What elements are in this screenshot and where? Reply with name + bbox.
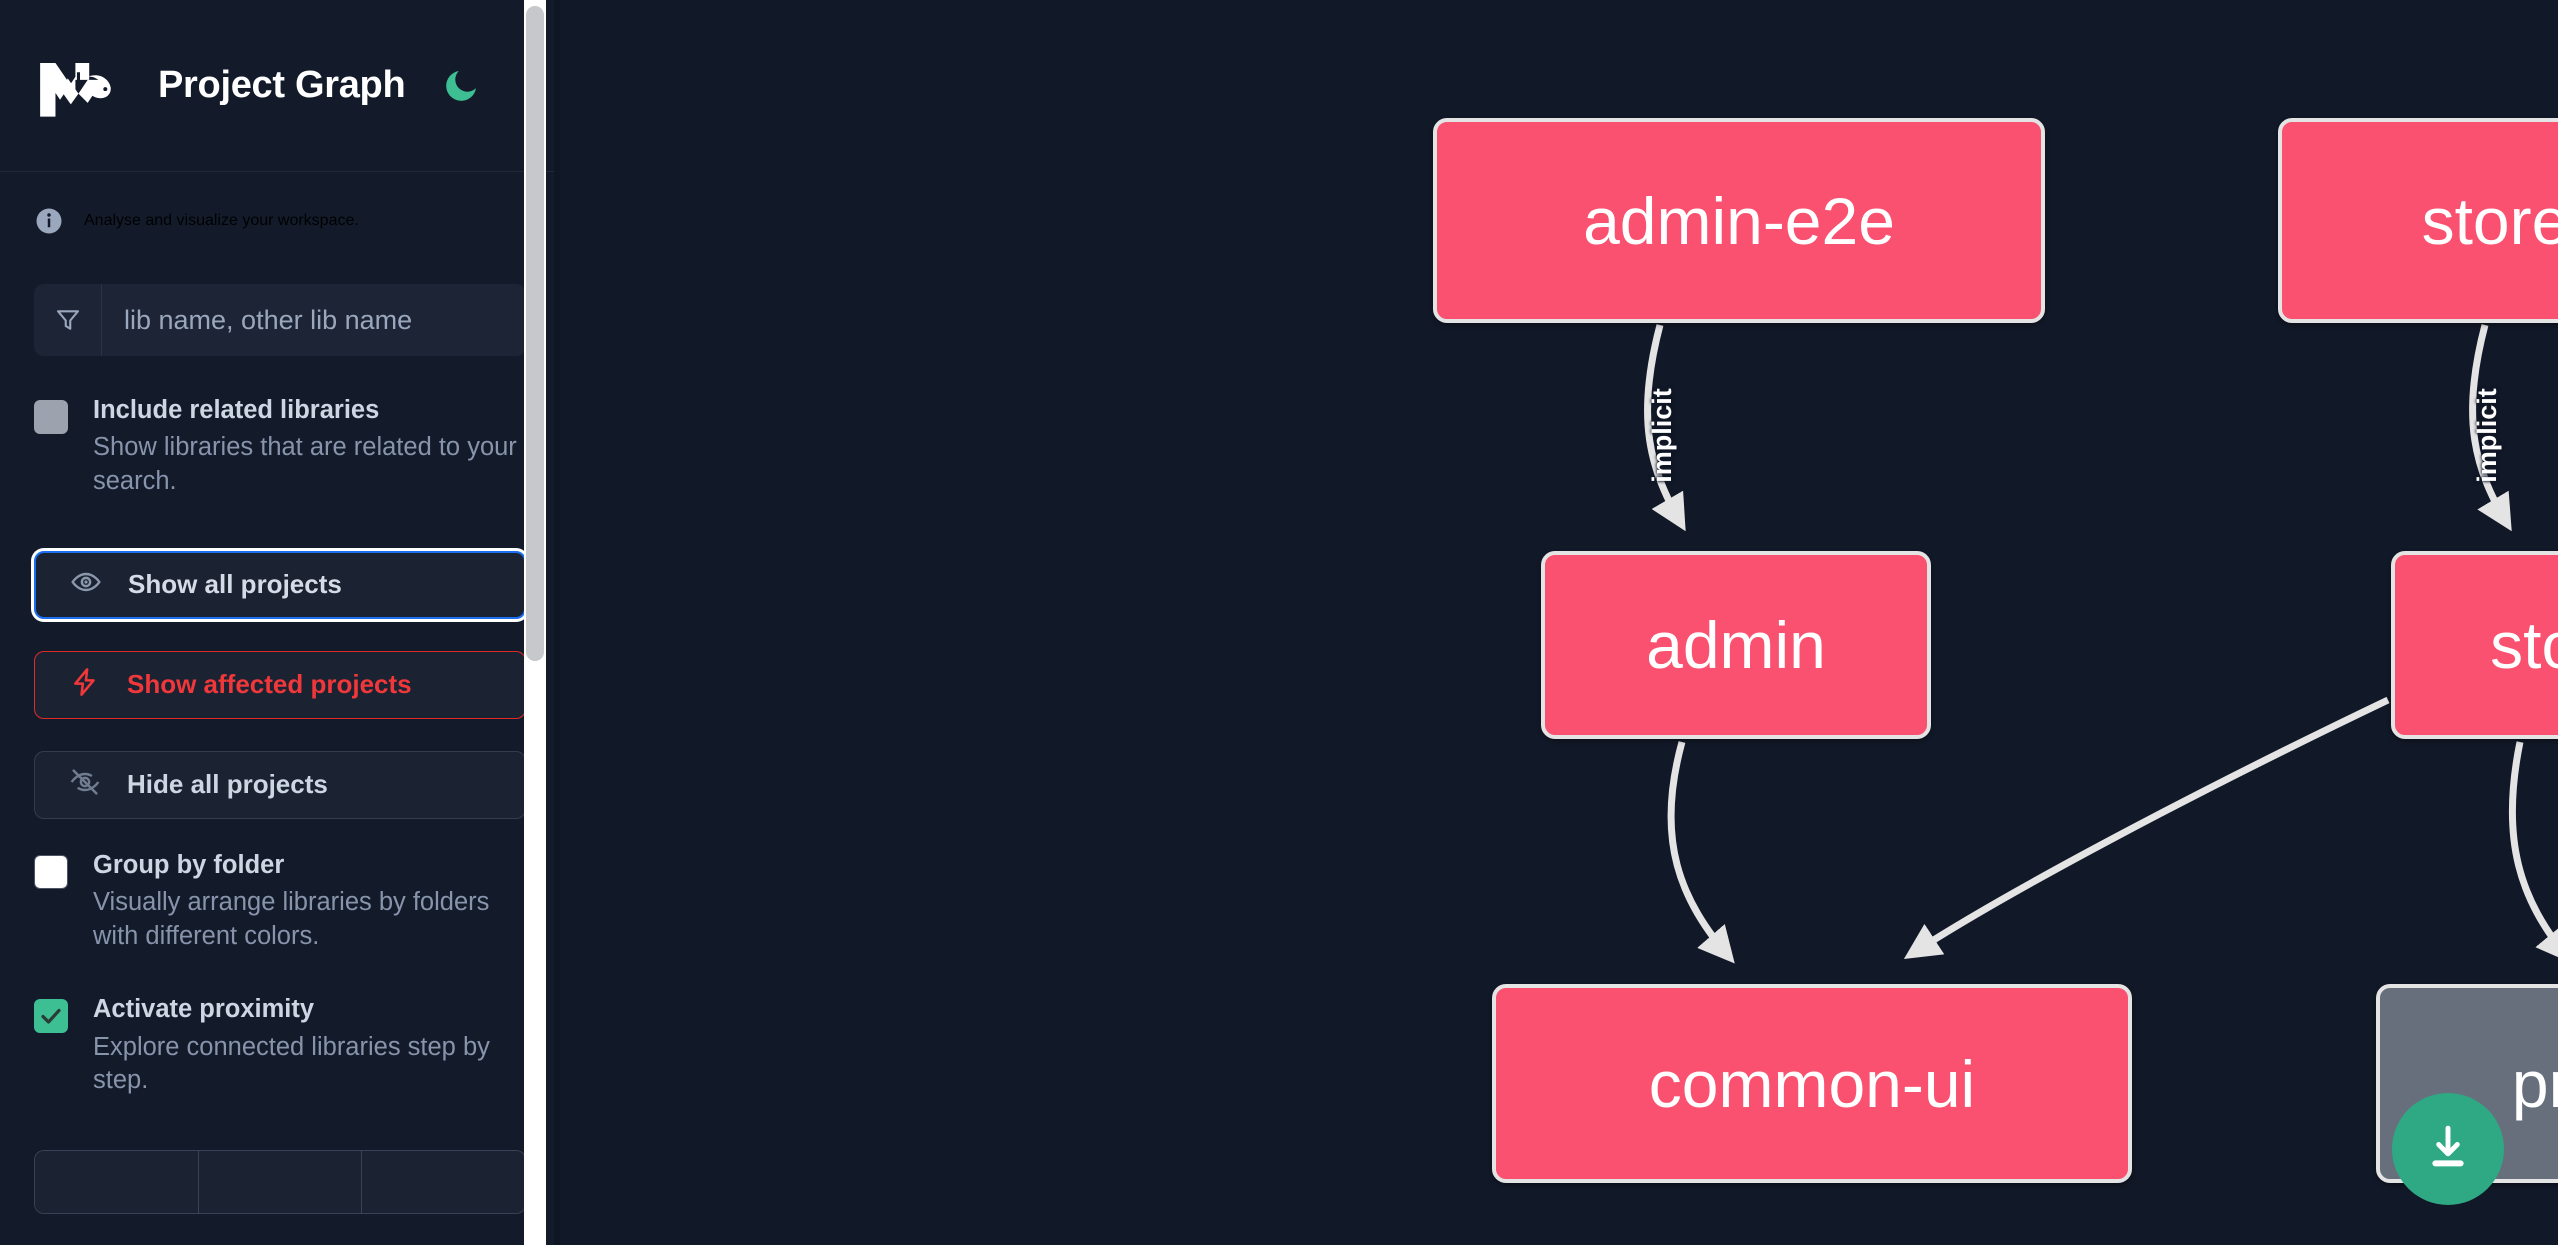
graph-node-admin[interactable]: admin: [1541, 551, 1931, 739]
node-label: store: [2490, 608, 2558, 682]
graph-node-store[interactable]: store: [2391, 551, 2558, 739]
tracing-segmented-control[interactable]: [34, 1149, 526, 1214]
download-icon: [2420, 1120, 2476, 1179]
nx-logo-icon: [34, 54, 126, 118]
node-label: common-ui: [1648, 1046, 1976, 1121]
edge-admin-e2e-to-admin: [1643, 324, 1686, 532]
download-graph-button[interactable]: [2392, 1093, 2504, 1205]
lightning-bolt-icon: [69, 666, 101, 703]
project-actions: Show all projects Show affected projects: [34, 550, 526, 819]
search-box[interactable]: [34, 284, 526, 356]
option-description: Show libraries that are related to your …: [93, 433, 517, 495]
option-label: Activate proximity: [93, 995, 315, 1024]
option-activate-proximity[interactable]: Activate proximity Explore connected lib…: [34, 995, 526, 1098]
option-group-by-folder[interactable]: Group by folder Visually arrange librari…: [34, 851, 526, 954]
segment-2[interactable]: [198, 1150, 363, 1213]
option-include-related-libraries[interactable]: Include related libraries Show libraries…: [34, 396, 526, 499]
sidebar-scrollbar-thumb[interactable]: [526, 6, 544, 661]
graph-canvas[interactable]: implicit implicit admin-e2e store-e2e ad…: [560, 0, 2558, 1245]
activate-proximity-checkbox[interactable]: [34, 999, 68, 1034]
show-all-projects-label: Show all projects: [128, 569, 342, 600]
graph-node-admin-e2e[interactable]: admin-e2e: [1433, 118, 2045, 323]
edge-label-implicit-store: implicit: [2471, 388, 2502, 483]
show-affected-projects-button[interactable]: Show affected projects: [34, 650, 526, 719]
include-related-libraries-checkbox[interactable]: [34, 400, 68, 434]
eye-icon: [70, 566, 102, 603]
sidebar-subtitle-text: Analyse and visualize your workspace.: [84, 212, 359, 229]
graph-node-common-ui[interactable]: common-ui: [1492, 984, 2132, 1183]
graph-node-store-e2e[interactable]: store-e2e: [2278, 118, 2558, 323]
option-description: Visually arrange libraries by folders wi…: [93, 887, 490, 950]
option-label: Group by folder: [93, 850, 285, 879]
moon-icon[interactable]: [439, 64, 483, 108]
eye-off-icon: [69, 766, 101, 803]
edge-store-to-products: [2508, 741, 2558, 964]
sidebar-edge: [554, 0, 560, 1245]
sidebar-body: Include related libraries Show libraries…: [0, 236, 560, 1214]
sidebar-header: Project Graph: [0, 0, 560, 172]
option-description: Explore connected libraries step by step…: [93, 1032, 490, 1095]
option-label: Include related libraries: [93, 396, 380, 424]
node-label: admin: [1646, 608, 1826, 682]
show-affected-projects-label: Show affected projects: [127, 669, 412, 700]
hide-all-projects-button[interactable]: Hide all projects: [34, 750, 526, 819]
show-all-projects-button[interactable]: Show all projects: [34, 550, 526, 619]
segment-1[interactable]: [35, 1150, 199, 1213]
segment-3[interactable]: [362, 1150, 525, 1213]
hide-all-projects-label: Hide all projects: [127, 769, 328, 800]
edge-label-implicit-admin: implicit: [1646, 388, 1677, 483]
info-icon: [34, 206, 64, 236]
sidebar: Project Graph Analyse and visualize your…: [0, 0, 560, 1245]
node-label: store-e2e: [2421, 183, 2558, 258]
edge-store-to-common-ui: [1903, 696, 2390, 959]
edge-admin-to-common-ui: [1667, 741, 1735, 964]
node-label: products: [2511, 1046, 2558, 1121]
node-label: admin-e2e: [1583, 183, 1895, 258]
page-title: Project Graph: [158, 64, 406, 106]
sidebar-subtitle: Analyse and visualize your workspace.: [0, 172, 560, 236]
edge-store-e2e-to-store: [2469, 324, 2512, 532]
group-by-folder-checkbox[interactable]: [34, 854, 68, 889]
search-input[interactable]: [102, 284, 526, 356]
filter-funnel-icon: [34, 284, 102, 356]
